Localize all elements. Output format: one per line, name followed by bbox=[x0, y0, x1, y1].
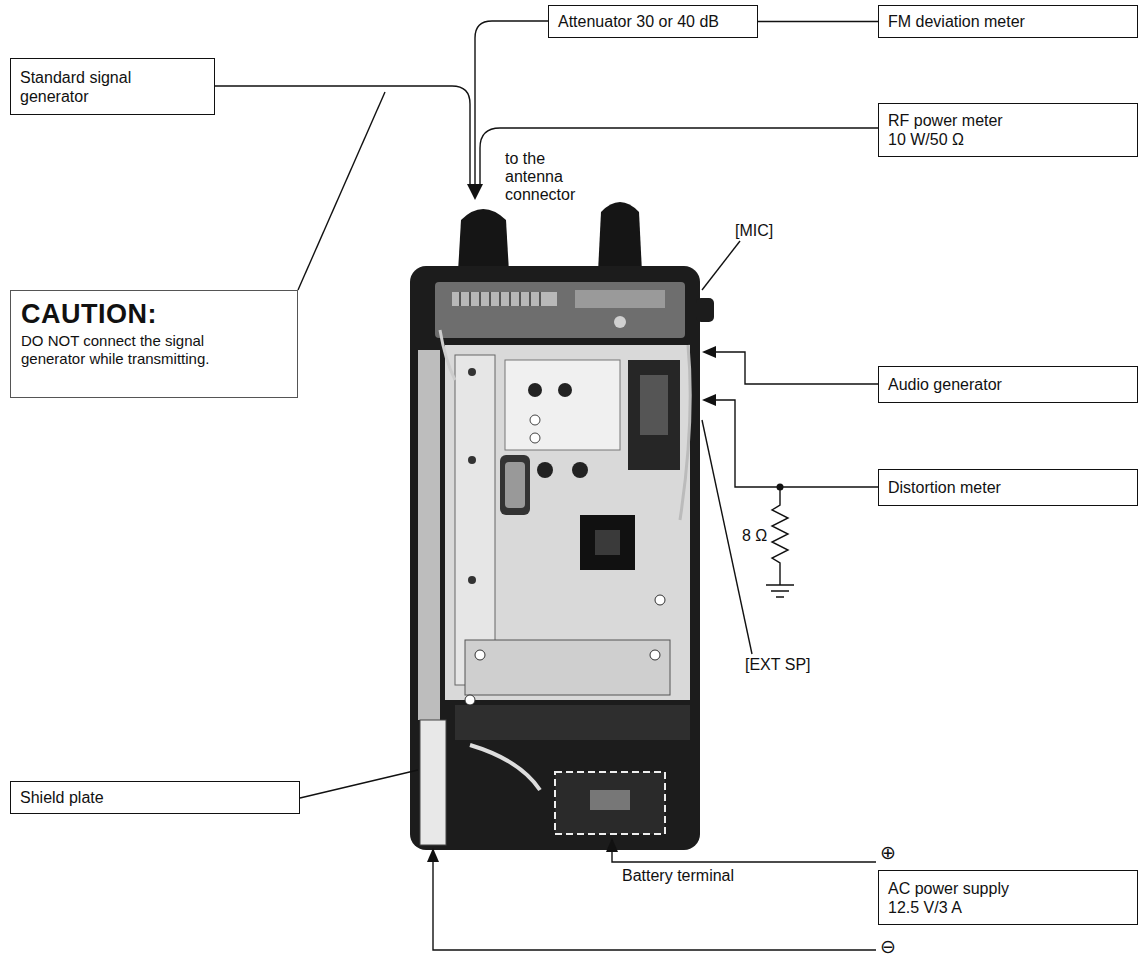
box-text: FM deviation meter bbox=[888, 12, 1128, 31]
drawing-part bbox=[766, 585, 794, 597]
jack-name: [EXT SP] bbox=[745, 656, 811, 674]
drawing-part bbox=[418, 350, 440, 720]
drawing-part bbox=[455, 355, 495, 685]
drawing-part bbox=[595, 530, 620, 555]
drawing-part bbox=[298, 92, 385, 290]
polarity-symbol: ⊖ bbox=[880, 936, 896, 956]
drawing-part bbox=[215, 86, 470, 184]
drawing-part bbox=[612, 852, 876, 862]
part-label-box: Shield plate bbox=[10, 781, 300, 814]
drawing-part bbox=[435, 282, 685, 338]
box-body-text: DO NOT connect the signal generator whil… bbox=[21, 332, 211, 368]
drawing-part bbox=[580, 515, 635, 570]
drawing-part bbox=[680, 345, 690, 520]
drawing-part bbox=[650, 650, 660, 660]
drawing-part bbox=[714, 400, 878, 487]
box-text: Audio generator bbox=[888, 375, 1128, 394]
drawing-part bbox=[702, 346, 716, 358]
drawing-part bbox=[468, 456, 476, 464]
drawing-part bbox=[458, 209, 509, 272]
drawing-part bbox=[505, 360, 620, 450]
drawing-part bbox=[500, 455, 530, 515]
box-text: Standard signal generator bbox=[20, 68, 170, 106]
box-text: CAUTION: bbox=[21, 299, 287, 330]
instrument-box: Standard signal generator bbox=[10, 58, 215, 115]
drawing-part bbox=[465, 695, 475, 705]
polarity-symbol: ⊕ bbox=[880, 842, 896, 862]
drawing-part bbox=[606, 838, 618, 852]
drawing-part bbox=[433, 862, 876, 950]
drawing-part bbox=[300, 770, 418, 798]
terminal-label: Battery terminal bbox=[622, 867, 734, 885]
test-leads bbox=[215, 21, 878, 950]
drawing-part bbox=[530, 415, 540, 425]
drawing-part bbox=[455, 705, 690, 740]
instrument-box: RF power meter 10 W/50 Ω bbox=[878, 103, 1138, 157]
drawing-part bbox=[640, 375, 668, 435]
instrument-box: AC power supply 12.5 V/3 A bbox=[878, 870, 1138, 925]
radio-body bbox=[410, 202, 714, 850]
drawing-part bbox=[590, 790, 630, 810]
box-text: Distortion meter bbox=[888, 478, 1128, 497]
drawing-part bbox=[445, 345, 690, 700]
drawing-part bbox=[465, 640, 670, 695]
drawing-part bbox=[470, 745, 540, 790]
box-text: AC power supply 12.5 V/3 A bbox=[888, 879, 1033, 917]
drawing-part bbox=[772, 487, 788, 585]
drawing-part bbox=[558, 383, 572, 397]
instrument-box: Attenuator 30 or 40 dB bbox=[548, 5, 758, 38]
drawing-part bbox=[530, 433, 540, 443]
drawing-part bbox=[467, 184, 483, 200]
drawing-part bbox=[420, 720, 446, 845]
drawing-part bbox=[410, 266, 700, 850]
box-text: Attenuator 30 or 40 dB bbox=[558, 12, 748, 31]
drawing-part bbox=[452, 292, 557, 306]
drawing-part bbox=[702, 394, 716, 406]
arrowheads bbox=[427, 184, 784, 862]
drawing-part bbox=[555, 772, 665, 834]
drawing-part bbox=[614, 316, 626, 328]
box-text: RF power meter 10 W/50 Ω bbox=[888, 111, 1023, 149]
drawing-part bbox=[575, 290, 665, 308]
instrument-box: FM deviation meter bbox=[878, 5, 1138, 38]
drawing-part bbox=[702, 241, 740, 290]
caution-box: CAUTION:DO NOT connect the signal genera… bbox=[10, 290, 298, 398]
box-text: Shield plate bbox=[20, 788, 290, 807]
drawing-part bbox=[714, 352, 878, 384]
connector-line bbox=[758, 21, 878, 22]
drawing-part bbox=[475, 650, 485, 660]
drawing-part bbox=[628, 360, 680, 470]
drawing-part bbox=[528, 383, 542, 397]
instrument-box: Distortion meter bbox=[878, 469, 1138, 506]
drawing-part bbox=[655, 595, 665, 605]
drawing-part bbox=[440, 330, 455, 380]
drawing-part bbox=[572, 462, 588, 478]
resistor-value: 8 Ω bbox=[742, 527, 767, 545]
drawing-part bbox=[468, 368, 476, 376]
drawing-part bbox=[696, 298, 714, 322]
jack-name: [MIC] bbox=[735, 222, 773, 240]
drawing-part bbox=[427, 848, 439, 862]
drawing-part bbox=[598, 202, 642, 272]
drawing-part bbox=[777, 484, 784, 491]
drawing-part bbox=[460, 292, 540, 306]
connector-note: to the antenna connector bbox=[505, 150, 587, 204]
instrument-box: Audio generator bbox=[878, 366, 1138, 403]
drawing-part bbox=[537, 462, 553, 478]
drawing-part bbox=[505, 462, 525, 508]
drawing-part bbox=[468, 576, 476, 584]
